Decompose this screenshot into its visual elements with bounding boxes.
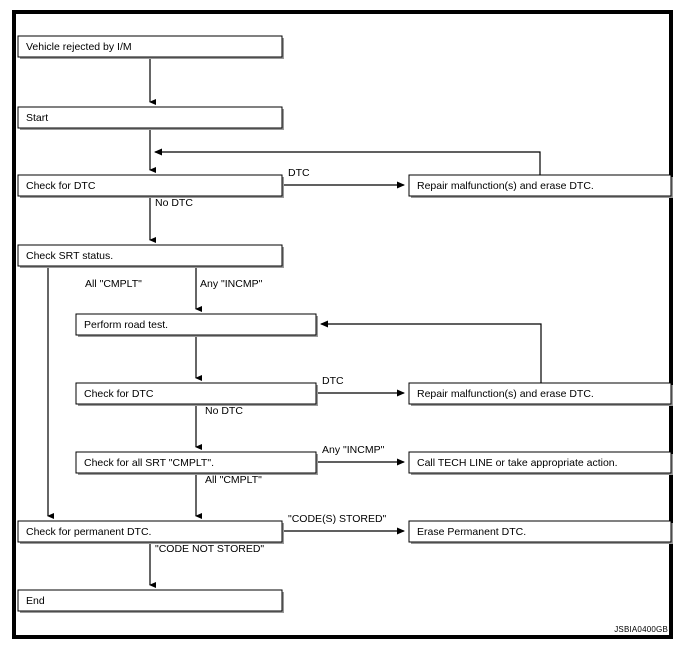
- edge-label-all_cmplt_1: All "CMPLT": [85, 278, 142, 290]
- box-outline: [17, 244, 283, 267]
- process-box-road_test[interactable]: Perform road test.: [75, 313, 318, 337]
- box-label: Call TECH LINE or take appropriate actio…: [417, 457, 618, 469]
- edge-label-layer: DTC No DTC All "CMPLT" Any "INCMP" DTC No DTC…: [85, 167, 387, 555]
- process-box-vehicle_rejected[interactable]: Vehicle rejected by I/M: [17, 35, 284, 59]
- box-outline: [75, 451, 317, 474]
- process-box-check_all_srt[interactable]: Check for all SRT "CMPLT".: [75, 451, 318, 475]
- box-label: Vehicle rejected by I/M: [26, 41, 132, 53]
- box-label: Check for DTC: [26, 180, 96, 192]
- box-label: Erase Permanent DTC.: [417, 526, 526, 538]
- edge-label-any_incmp_1: Any "INCMP": [200, 278, 263, 290]
- box-outline: [75, 382, 317, 405]
- box-label: End: [26, 595, 45, 607]
- process-box-tech_line[interactable]: Call TECH LINE or take appropriate actio…: [408, 451, 673, 475]
- edge-repair2-loop-back: [320, 320, 542, 383]
- edge-label-dtc_1: DTC: [288, 167, 310, 179]
- process-box-start[interactable]: Start: [17, 106, 284, 130]
- box-outline: [408, 520, 672, 543]
- box-label: Repair malfunction(s) and erase DTC.: [417, 388, 594, 400]
- edge-label-no_dtc_2: No DTC: [205, 405, 243, 417]
- process-box-check_srt[interactable]: Check SRT status.: [17, 244, 284, 268]
- box-outline: [17, 589, 283, 612]
- box-outline: [75, 313, 317, 336]
- edge-label-any_incmp_2: Any "INCMP": [322, 444, 385, 456]
- process-box-check_dtc_1[interactable]: Check for DTC: [17, 174, 284, 198]
- box-outline: [17, 520, 283, 543]
- process-box-check_dtc_2[interactable]: Check for DTC: [75, 382, 318, 406]
- box-outline: [17, 35, 283, 58]
- edge-repair1-loop-back: [154, 148, 541, 175]
- edge-label-code_not_stored: "CODE NOT STORED": [155, 543, 264, 555]
- box-outline: [408, 382, 672, 405]
- process-box-repair_1[interactable]: Repair malfunction(s) and erase DTC.: [408, 174, 673, 198]
- box-label: Check for all SRT "CMPLT".: [84, 457, 214, 469]
- connector-layer: [47, 57, 542, 588]
- box-label: Check for DTC: [84, 388, 154, 400]
- box-label: Start: [26, 112, 48, 124]
- process-box-check_permanent[interactable]: Check for permanent DTC.: [17, 520, 284, 544]
- edge-label-all_cmplt_2: All "CMPLT": [205, 474, 262, 486]
- box-outline: [17, 174, 283, 197]
- box-outline: [408, 174, 672, 197]
- box-label: Perform road test.: [84, 319, 168, 331]
- box-label: Check SRT status.: [26, 250, 113, 262]
- edge-label-no_dtc_1: No DTC: [155, 197, 193, 209]
- figure-frame: [12, 10, 673, 639]
- process-box-end[interactable]: End: [17, 589, 284, 613]
- box-outline: [408, 451, 672, 474]
- process-box-repair_2[interactable]: Repair malfunction(s) and erase DTC.: [408, 382, 673, 406]
- figure-code: JSBIA0400GB: [614, 625, 668, 634]
- edge-label-dtc_2: DTC: [322, 375, 344, 387]
- process-box-erase_permanent[interactable]: Erase Permanent DTC.: [408, 520, 673, 544]
- box-outline: [17, 106, 283, 129]
- box-label: Check for permanent DTC.: [26, 526, 151, 538]
- edge-label-codes_stored: "CODE(S) STORED": [288, 513, 387, 525]
- box-label: Repair malfunction(s) and erase DTC.: [417, 180, 594, 192]
